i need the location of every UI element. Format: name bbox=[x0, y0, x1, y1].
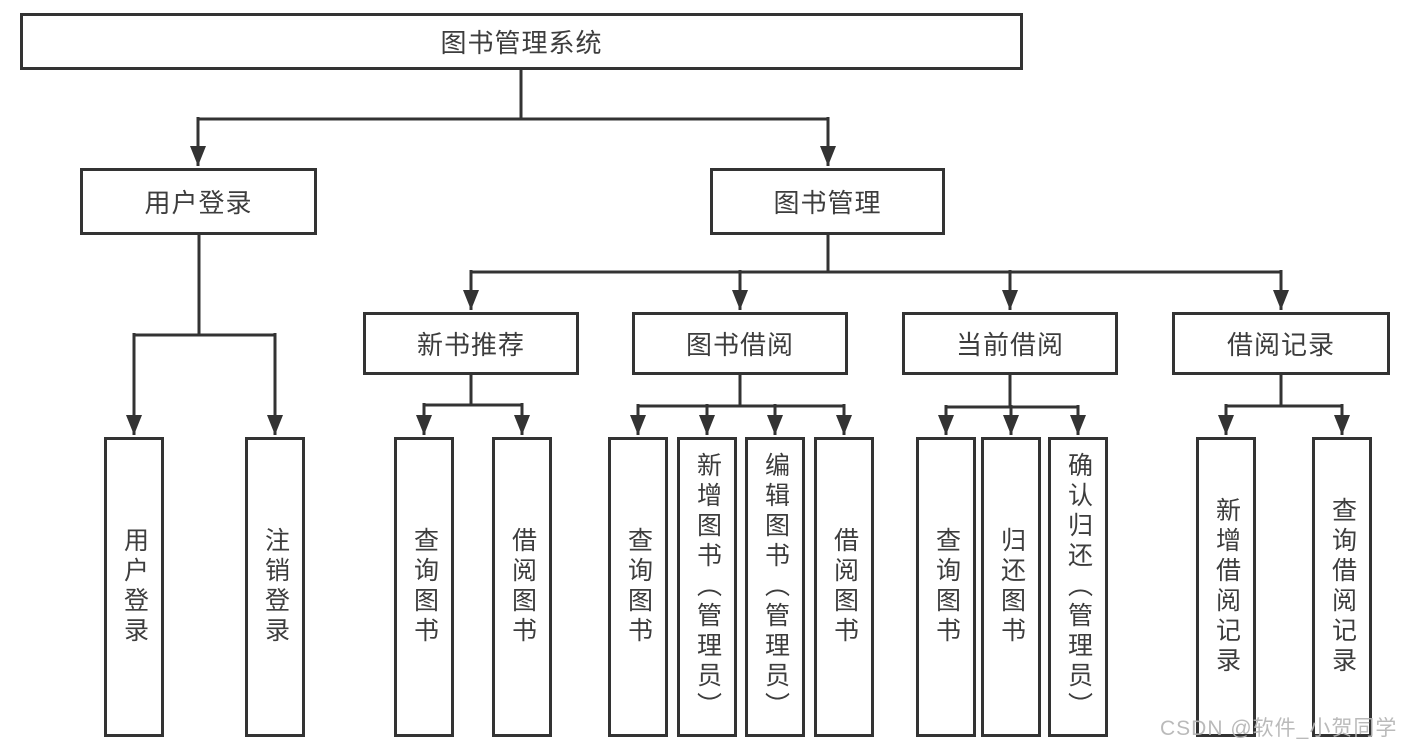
node-root-library-system: 图书管理系统 bbox=[20, 13, 1023, 70]
node-label: 借阅记录 bbox=[1226, 330, 1335, 360]
node-book-management: 图书管理 bbox=[710, 168, 945, 235]
node-label: 借阅图书 bbox=[830, 527, 859, 647]
leaf-recommend-query-book: 查询图书 bbox=[394, 437, 454, 737]
leaf-borrow-query-book: 查询图书 bbox=[608, 437, 668, 737]
node-label: 查询图书 bbox=[410, 527, 439, 647]
node-label: 归还图书 bbox=[997, 527, 1026, 647]
node-label: 新增借阅记录 bbox=[1212, 497, 1241, 677]
node-label: 图书管理 bbox=[773, 188, 882, 218]
node-label: 用户登录 bbox=[120, 527, 149, 647]
node-label: 新书推荐 bbox=[416, 330, 525, 360]
leaf-records-add-record: 新增借阅记录 bbox=[1196, 437, 1256, 737]
leaf-recommend-borrow-book: 借阅图书 bbox=[492, 437, 552, 737]
node-label: 查询借阅记录 bbox=[1328, 497, 1357, 677]
csdn-watermark: CSDN @软件_小贺同学 bbox=[1160, 717, 1398, 740]
node-current-borrow: 当前借阅 bbox=[902, 312, 1118, 375]
node-label: 查询图书 bbox=[932, 527, 961, 647]
node-label: 借阅图书 bbox=[508, 527, 537, 647]
node-label: 当前借阅 bbox=[955, 330, 1064, 360]
node-label: 查询图书 bbox=[624, 527, 653, 647]
leaf-records-query-record: 查询借阅记录 bbox=[1312, 437, 1372, 737]
leaf-borrow-borrow-book: 借阅图书 bbox=[814, 437, 874, 737]
node-label: 确认归还（管理员） bbox=[1064, 452, 1093, 722]
leaf-logout: 注销登录 bbox=[245, 437, 305, 737]
leaf-current-query-book: 查询图书 bbox=[916, 437, 976, 737]
node-label: 图书管理系统 bbox=[440, 28, 603, 58]
node-label: 用户登录 bbox=[144, 188, 253, 218]
node-label: 注销登录 bbox=[261, 527, 290, 647]
node-label: 图书借阅 bbox=[685, 330, 794, 360]
node-borrow-records: 借阅记录 bbox=[1172, 312, 1390, 375]
leaf-current-return-book: 归还图书 bbox=[981, 437, 1041, 737]
leaf-user-login: 用户登录 bbox=[104, 437, 164, 737]
node-user-login: 用户登录 bbox=[80, 168, 317, 235]
node-label: 编辑图书（管理员） bbox=[761, 452, 790, 722]
node-book-borrow: 图书借阅 bbox=[632, 312, 848, 375]
leaf-borrow-add-book-admin: 新增图书（管理员） bbox=[677, 437, 737, 737]
node-label: 新增图书（管理员） bbox=[693, 452, 722, 722]
leaf-current-confirm-return-admin: 确认归还（管理员） bbox=[1048, 437, 1108, 737]
node-new-book-recommend: 新书推荐 bbox=[363, 312, 579, 375]
leaf-borrow-edit-book-admin: 编辑图书（管理员） bbox=[745, 437, 805, 737]
